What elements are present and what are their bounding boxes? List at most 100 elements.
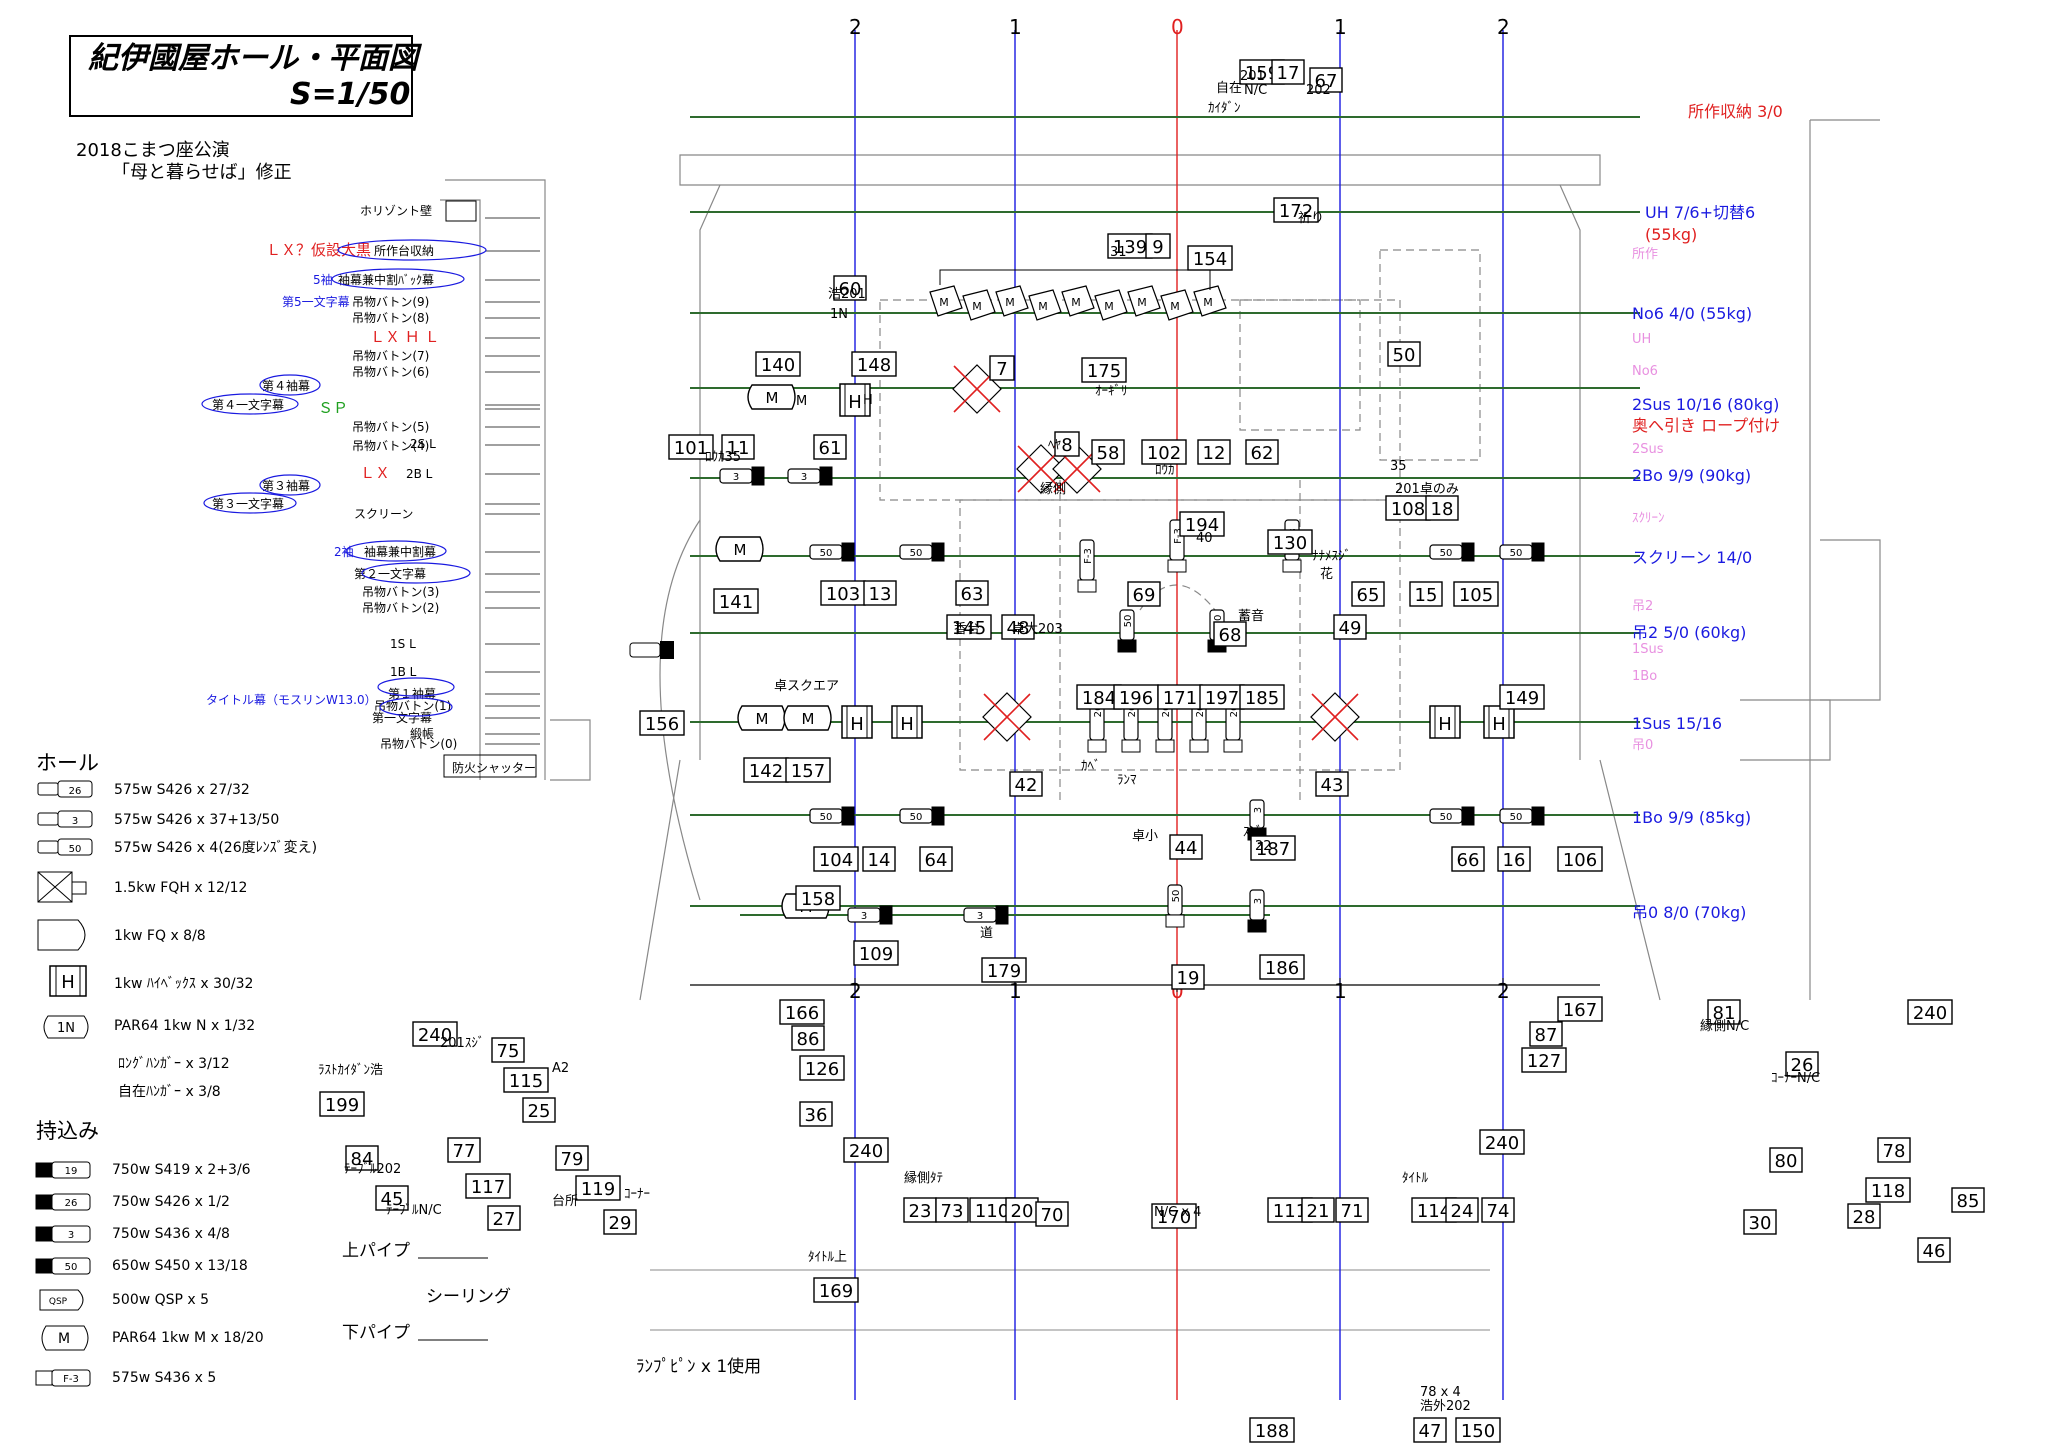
annotation-text: ﾀｲﾄﾙ (1402, 1171, 1429, 1186)
spot-label: 50 (1171, 890, 1182, 903)
batten-label: 1Bo 9/9 (85kg) (1632, 808, 1751, 827)
batten-label: ｽｸﾘｰﾝ (1632, 511, 1665, 526)
batten-label: 2Sus (1632, 442, 1664, 457)
channel-number: 16 (1503, 850, 1526, 871)
channel-number: 20 (1011, 1201, 1034, 1222)
channel-number: 108 (1391, 499, 1425, 520)
legend-carry-icon (35, 1226, 53, 1242)
annotation-text: 卓大203 (1012, 622, 1063, 637)
annotation-text: 202 (1306, 83, 1331, 98)
legend-text: 1kw FQ x 8/8 (114, 928, 206, 944)
channel-number: 85 (1957, 1191, 1980, 1212)
channel-box: 175 (1081, 357, 1127, 383)
annotation-text: 31 (1110, 245, 1127, 260)
channel-box-border (1005, 1197, 1039, 1223)
channel-box: 71 (1335, 1197, 1369, 1223)
channel-number: 142 (749, 761, 783, 782)
channel-box-border (1907, 999, 1953, 1025)
channel-number: 187 (1256, 839, 1290, 860)
annotation-text: 201ｽｼﾞ (440, 1036, 484, 1051)
channel-box-border (791, 1025, 825, 1051)
channel-box: 45 (375, 1185, 409, 1211)
channel-box-border (1333, 614, 1367, 640)
subtitle-line1: 2018こまつ座公演 (76, 140, 230, 161)
channel-box: 187 (1250, 835, 1296, 861)
channel-box-border (935, 1197, 969, 1223)
channel-box: 149 (1499, 684, 1545, 710)
channel-box-border (1249, 1417, 1295, 1443)
channel-box: 36 (799, 1101, 833, 1127)
channel-number: 78 (1883, 1141, 1906, 1162)
channel-number: 12 (1203, 443, 1226, 464)
channel-box: 84 (345, 1145, 379, 1171)
side-label: 2S L (410, 437, 436, 451)
channel-box-border (1009, 771, 1043, 797)
hivex-fixture-icon: H (891, 705, 923, 739)
channel-box-border (743, 757, 789, 783)
channel-number: 64 (925, 850, 948, 871)
hivex-letter: H (1438, 714, 1452, 735)
annotation-text: ﾃｰﾌﾞﾙ202 (344, 1162, 401, 1177)
channel-box-border (862, 846, 896, 872)
title-block: 紀伊國屋ホール・平面図 S=1/50 (69, 35, 423, 117)
annotation-text: ｺｰﾅｰ (624, 1187, 650, 1202)
channel-box: 63 (955, 580, 989, 606)
channel-box-border (853, 940, 899, 966)
channel-box: 50 (1387, 341, 1421, 367)
annotation-text: 22 (1255, 839, 1272, 854)
channel-number: 28 (1853, 1207, 1876, 1228)
par-letter: M (1038, 300, 1048, 313)
channel-box: 109 (853, 940, 899, 966)
channel-box: 141 (713, 588, 759, 614)
carry-spot-body (660, 641, 674, 659)
legend-item: 1.5kw FQH x 12/12 (37, 871, 247, 903)
annotation-text: 浩201 (828, 287, 866, 302)
profile-spot-icon: 3 (719, 466, 765, 486)
channel-box-border (1301, 1197, 1335, 1223)
profile-spot-vertical-icon: 3 (1247, 889, 1267, 933)
legend-text: 575w S436 x 5 (112, 1370, 216, 1386)
channel-box: 130 (1267, 529, 1313, 555)
channel-number: 29 (609, 1213, 632, 1234)
channel-number: 71 (1341, 1201, 1364, 1222)
grid-label-top: 1 (1334, 15, 1347, 39)
hivex-letter: H (1492, 714, 1506, 735)
channel-box-border (919, 846, 953, 872)
channel-box-border (955, 580, 989, 606)
channel-number: 101 (674, 438, 708, 459)
legend-icon-label: 50 (65, 1262, 78, 1273)
spot-label: 3 (801, 472, 807, 483)
channel-box: 48 (1001, 614, 1035, 640)
channel-number: 127 (1527, 1051, 1561, 1072)
channel-number: 179 (987, 961, 1021, 982)
channel-box-border (639, 710, 685, 736)
channel-number: 42 (1015, 775, 1038, 796)
channel-box: 167 (1557, 996, 1603, 1022)
channel-box: 79 (555, 1145, 589, 1171)
channel-box: 73 (935, 1197, 969, 1223)
channel-number: 24 (1451, 1201, 1474, 1222)
legend-carry-body (51, 1225, 91, 1243)
annotation-text: H (863, 393, 873, 408)
channel-box-border (1267, 529, 1313, 555)
channel-number: 117 (471, 1177, 505, 1198)
batten-label: 吊2 5/0 (60kg) (1632, 623, 1746, 642)
channel-number: 106 (1563, 850, 1597, 871)
legend-carry-body (51, 1369, 91, 1387)
side-label: 第３袖幕 (262, 478, 310, 493)
annotation-text: ﾛｳｶ35 (705, 450, 741, 465)
channel-number: 111 (1273, 1201, 1307, 1222)
annotation-text: ﾗﾝﾏ (1117, 773, 1137, 788)
channel-box: 47 (1413, 1417, 1447, 1443)
channel-box-border (668, 434, 714, 460)
channel-box-border (1171, 964, 1205, 990)
lower-notes: 上パイプ シーリング 下パイプ ﾗﾝﾌﾟﾋﾟﾝ x 1使用 (342, 1241, 761, 1377)
channel-box-border (1387, 341, 1421, 367)
upper-pipe-label: 上パイプ (342, 1241, 410, 1261)
channel-number: 110 (975, 1201, 1009, 1222)
